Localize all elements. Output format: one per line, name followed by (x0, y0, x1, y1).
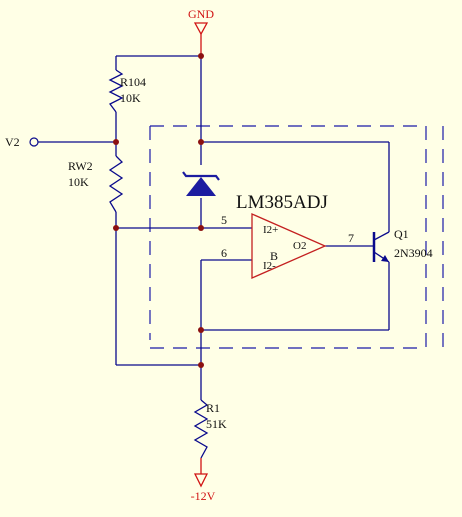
opamp-pin-plus-label: I2+ (263, 224, 278, 236)
junction-dot (198, 225, 204, 231)
component-boundary (149, 125, 444, 349)
gnd-port: GND (188, 7, 214, 56)
junction-dot (198, 327, 204, 333)
gnd-label: GND (188, 7, 214, 21)
v2-input-terminal: V2 (5, 135, 39, 149)
r104-ref: R104 (120, 75, 146, 89)
r1-value: 51K (206, 417, 227, 431)
pin-5-label: 5 (221, 213, 227, 227)
ic-part-label: LM385ADJ (236, 192, 328, 213)
pin-7-label: 7 (348, 231, 354, 245)
opamp-pin-minus-label: I2- (263, 260, 276, 272)
wires (38, 55, 390, 400)
rw2-ref: RW2 (68, 159, 93, 173)
junction-dot (113, 225, 119, 231)
opamp-output-label: O2 (293, 240, 306, 252)
r104-value: 10K (120, 91, 141, 105)
transistor-q1: Q1 2N3904 (372, 227, 433, 263)
v2-label: V2 (5, 135, 20, 149)
neg12v-port: -12V (191, 458, 216, 503)
pin-6-label: 6 (221, 246, 227, 260)
junction-dot (198, 362, 204, 368)
junction-dot (113, 139, 119, 145)
junction-dot (198, 53, 204, 59)
r1-ref: R1 (206, 401, 220, 415)
opamp-unit-b: I2+ I2- O2 B (251, 213, 327, 279)
reference-diode-symbol (182, 171, 220, 196)
resistor-r1: R1 51K (193, 399, 227, 459)
junction-dot (198, 139, 204, 145)
resistor-rw2: RW2 10K (68, 155, 124, 213)
resistor-r104: R104 10K (108, 69, 146, 113)
neg12v-label: -12V (191, 489, 216, 503)
q1-ref: Q1 (394, 227, 409, 241)
junction-dots (113, 53, 204, 368)
opamp-unit-label: B (270, 249, 278, 263)
q1-part: 2N3904 (394, 246, 433, 260)
rw2-value: 10K (68, 175, 89, 189)
